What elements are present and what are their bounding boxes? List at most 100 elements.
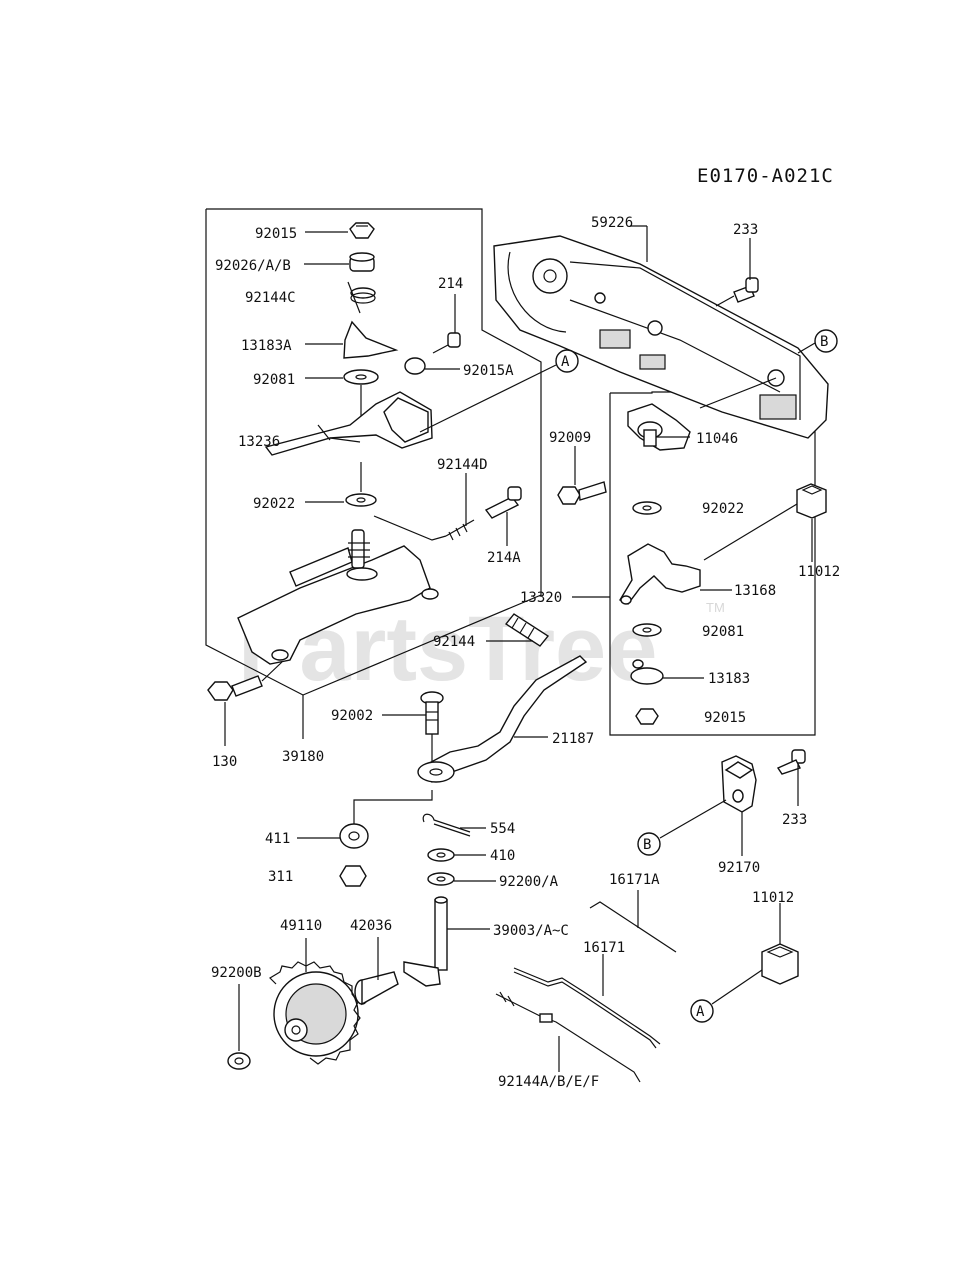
label-92144c: 92144C — [245, 290, 296, 306]
label-92144abef: 92144A/B/E/F — [498, 1074, 599, 1090]
leader-callout-b-bottom — [659, 799, 727, 839]
label-92022: 92022 — [253, 496, 295, 512]
sleeve-11012-link — [703, 503, 798, 561]
bracket-11046-part — [627, 403, 691, 451]
label-59226: 59226 — [591, 215, 633, 231]
label-554: 554 — [490, 821, 515, 837]
label-39003: 39003/A~C — [493, 923, 569, 939]
washer-92081-right-part — [632, 623, 662, 637]
bracket-39180-part — [237, 529, 439, 665]
callout-b-bottom — [637, 832, 661, 856]
plate-13183a-part — [343, 320, 399, 359]
callout-a-top — [555, 349, 579, 373]
crankcase-59226-part — [493, 235, 829, 439]
callout-a-top-label: A — [561, 354, 570, 370]
leader-411-link — [353, 790, 433, 824]
label-214: 214 — [438, 276, 463, 292]
spring-92144-part — [504, 613, 550, 647]
pin-42036-part — [354, 971, 399, 1006]
leader-callout-a-bottom — [711, 969, 763, 1005]
callout-a-bottom — [690, 999, 714, 1023]
label-11012: 11012 — [798, 564, 840, 580]
screw-233-part — [733, 277, 759, 303]
washer-92022-part — [345, 493, 377, 507]
label-411: 411 — [265, 831, 290, 847]
sleeve-11012-part — [796, 483, 827, 519]
label-92200a: 92200/A — [499, 874, 559, 890]
label-13236: 13236 — [238, 434, 280, 450]
label-410: 410 — [490, 848, 515, 864]
label-92022-right: 92022 — [702, 501, 744, 517]
label-92081: 92081 — [253, 372, 295, 388]
label-92015a: 92015A — [463, 363, 514, 379]
label-13183: 13183 — [708, 671, 750, 687]
callout-b-bottom-label: B — [643, 837, 651, 853]
leader-callout-b-top — [797, 342, 816, 354]
label-13320: 13320 — [520, 590, 562, 606]
label-214a: 214A — [487, 550, 521, 566]
leader-callout-a-top — [419, 364, 557, 433]
label-21187: 21187 — [552, 731, 594, 747]
screw-233b-part — [776, 749, 806, 775]
label-92144d: 92144D — [437, 457, 488, 473]
label-92015-right: 92015 — [704, 710, 746, 726]
spring-92144abef-part — [495, 991, 641, 1083]
shaft-39003-part — [403, 896, 448, 987]
pin-554-part — [422, 813, 471, 837]
label-11046: 11046 — [696, 431, 738, 447]
diagram-code: E0170-A021C — [697, 165, 834, 187]
leader-92144c — [347, 281, 361, 314]
label-49110: 49110 — [280, 918, 322, 934]
trademark-mark: TM — [706, 600, 725, 615]
label-13168: 13168 — [734, 583, 776, 599]
label-92144: 92144 — [433, 634, 475, 650]
assembly-group-outline — [205, 208, 542, 696]
label-92200b: 92200B — [211, 965, 262, 981]
label-92002: 92002 — [331, 708, 373, 724]
spring-92144d-link — [373, 515, 447, 541]
spring-92144c-part — [350, 287, 376, 304]
washer-410-part — [427, 848, 455, 862]
label-92009: 92009 — [549, 430, 591, 446]
bolt-130-part — [207, 675, 263, 701]
arm-21187-part — [417, 655, 588, 783]
lever-13168-part — [619, 543, 701, 605]
callout-b-top — [814, 329, 838, 353]
nut-311-part — [339, 865, 367, 887]
label-16171a: 16171A — [609, 872, 660, 888]
label-92170: 92170 — [718, 860, 760, 876]
bolt-130-axis — [261, 661, 283, 682]
screw-233-axis — [715, 295, 735, 307]
washer-92200b-part — [227, 1052, 251, 1070]
bracket-92170-part — [721, 755, 757, 813]
washer-92200a-part — [427, 872, 455, 886]
plate-13183-part — [630, 659, 664, 685]
nut-92015-right-part — [635, 708, 659, 725]
label-311: 311 — [268, 869, 293, 885]
nut-92015-part — [349, 222, 375, 239]
collar-411-part — [339, 823, 369, 849]
rod-16171a-part — [589, 901, 677, 953]
spring-92144d-part — [445, 519, 475, 541]
label-42036: 42036 — [350, 918, 392, 934]
label-11012b: 11012 — [752, 890, 794, 906]
label-92081-right: 92081 — [702, 624, 744, 640]
screw-214-part — [432, 332, 461, 354]
label-92026ab: 92026/A/B — [215, 258, 291, 274]
label-92015: 92015 — [255, 226, 297, 242]
screw-92009-part — [557, 481, 607, 505]
leader-group-to-case — [699, 377, 777, 409]
label-39180: 39180 — [282, 749, 324, 765]
rod-16171-part — [513, 967, 661, 1049]
sleeve-11012b-part — [761, 943, 799, 985]
label-233: 233 — [733, 222, 758, 238]
collar-92026-part — [349, 252, 375, 272]
callout-b-top-label: B — [820, 334, 828, 350]
cap-92015a-part — [404, 357, 426, 375]
bolt-92002-part — [420, 691, 444, 735]
callout-a-bottom-label: A — [696, 1004, 705, 1020]
washer-92022-right-part — [632, 501, 662, 515]
lever-13236-part — [264, 391, 433, 456]
gear-49110-part — [269, 961, 361, 1065]
